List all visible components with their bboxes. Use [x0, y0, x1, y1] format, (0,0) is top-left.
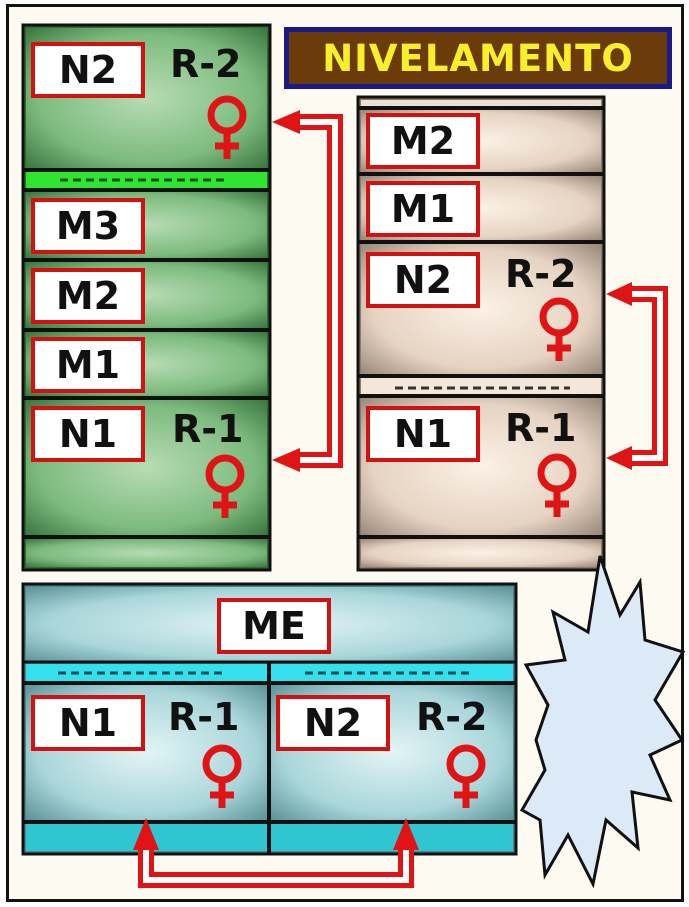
label-beige-m2: M2 — [366, 113, 480, 169]
beige-slab — [361, 378, 601, 394]
room-label-green-bottom: R-1 — [172, 410, 243, 448]
label-cyan-top: ME — [217, 598, 331, 654]
page-title: NIVELAMENTO — [322, 37, 634, 80]
label-beige-lower: N1 — [366, 406, 480, 462]
label-green-bottom: N1 — [31, 406, 145, 462]
room-label-cyan-right: R-2 — [416, 698, 487, 736]
label-green-m1: M1 — [31, 337, 145, 393]
label-beige-upper: N2 — [366, 252, 480, 308]
room-label-beige-upper: R-2 — [505, 255, 576, 293]
title-box: NIVELAMENTO — [284, 27, 672, 89]
label-green-m3: M3 — [31, 198, 145, 254]
room-label-green-top: R-2 — [170, 45, 241, 83]
room-label-cyan-left: R-1 — [168, 698, 239, 736]
explosion-burst-icon — [522, 556, 683, 884]
label-cyan-left: N1 — [31, 695, 145, 751]
label-beige-m1: M1 — [366, 181, 480, 237]
label-green-m2: M2 — [31, 268, 145, 324]
room-label-beige-lower: R-1 — [505, 409, 576, 447]
arrow-icon — [606, 282, 660, 470]
label-cyan-right: N2 — [276, 695, 390, 751]
arrow-icon — [272, 110, 335, 472]
label-green-top: N2 — [31, 42, 145, 98]
cyan-right-base — [271, 824, 513, 851]
beige-base — [361, 539, 601, 567]
green-base — [26, 539, 267, 567]
